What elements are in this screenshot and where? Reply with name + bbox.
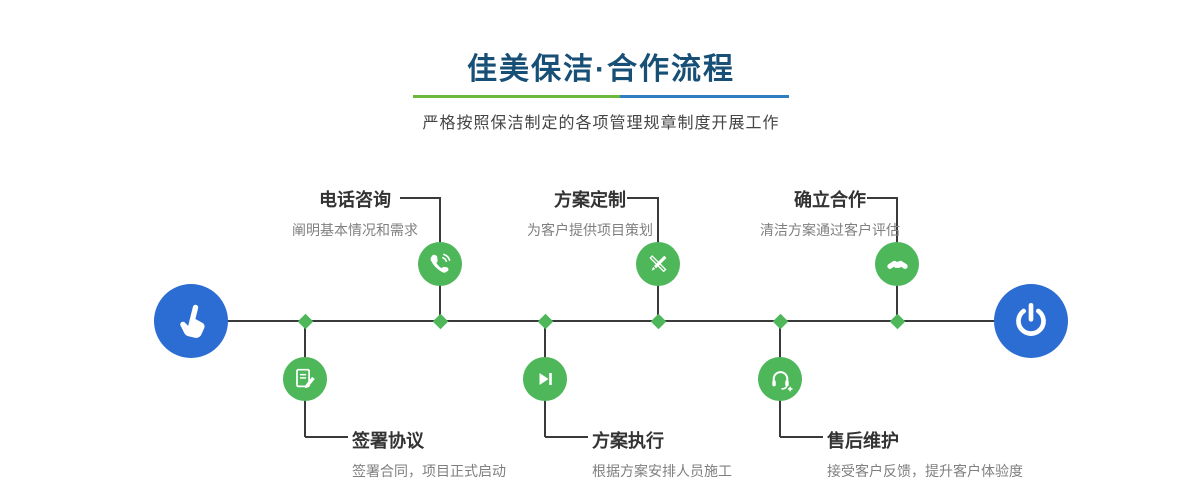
step-title: 方案执行 — [592, 431, 664, 451]
timeline-diamond — [537, 313, 554, 330]
power-icon — [1016, 302, 1046, 336]
step-desc: 接受客户反馈，提升客户体验度 — [827, 463, 1023, 479]
headset-support-icon — [771, 370, 792, 391]
connector-line — [400, 197, 440, 199]
step-title: 售后维护 — [827, 431, 899, 451]
step-title: 电话咨询 — [319, 190, 391, 210]
step-desc: 阐明基本情况和需求 — [292, 222, 418, 238]
step-plan-customize: 方案定制 为客户提供项目策划 — [490, 186, 690, 240]
step-node-design — [636, 242, 680, 286]
step-title: 方案定制 — [554, 190, 626, 210]
play-next-icon — [539, 373, 552, 385]
step-title: 确立合作 — [794, 190, 866, 210]
page-subtitle: 严格按照保洁制定的各项管理规章制度开展工作 — [422, 115, 780, 132]
step-desc: 根据方案安排人员施工 — [592, 463, 732, 479]
step-title: 签署协议 — [352, 431, 424, 451]
step-aftersales-support: 售后维护 接受客户反馈，提升客户体验度 — [827, 427, 1117, 481]
step-node-aftersales — [758, 357, 802, 401]
step-node-cooperation — [875, 242, 919, 286]
pencil-ruler-icon — [649, 255, 667, 273]
end-node — [994, 284, 1068, 358]
connector-line — [545, 436, 588, 438]
connector-line — [867, 197, 897, 199]
step-desc: 签署合同，项目正式启动 — [352, 463, 506, 479]
timeline-diamond — [432, 313, 449, 330]
timeline-diamond — [297, 313, 314, 330]
step-sign-agreement: 签署协议 签署合同，项目正式启动 — [352, 427, 642, 481]
start-node — [154, 284, 228, 358]
connector-line — [305, 436, 348, 438]
page-title: 佳美保洁·合作流程 — [467, 53, 735, 86]
step-desc: 清洁方案通过客户评估 — [760, 222, 900, 238]
connector-line — [780, 436, 823, 438]
title-divider — [413, 95, 789, 98]
step-plan-execute: 方案执行 根据方案安排人员施工 — [592, 427, 882, 481]
step-desc: 为客户提供项目策划 — [527, 222, 653, 238]
contract-sign-icon — [296, 368, 315, 389]
timeline-line — [191, 320, 1031, 322]
timeline-diamond — [889, 313, 906, 330]
phone-icon — [430, 253, 451, 273]
step-node-execute — [523, 357, 567, 401]
step-establish-cooperation: 确立合作 清洁方案通过客户评估 — [730, 186, 930, 240]
pointing-hand-icon — [180, 304, 205, 338]
timeline-diamond — [650, 313, 667, 330]
timeline-diamond — [772, 313, 789, 330]
step-phone-consult: 电话咨询 阐明基本情况和需求 — [255, 186, 455, 240]
step-node-phone — [418, 242, 462, 286]
step-node-contract — [283, 357, 327, 401]
handshake-icon — [886, 260, 908, 269]
connector-line — [627, 197, 658, 199]
